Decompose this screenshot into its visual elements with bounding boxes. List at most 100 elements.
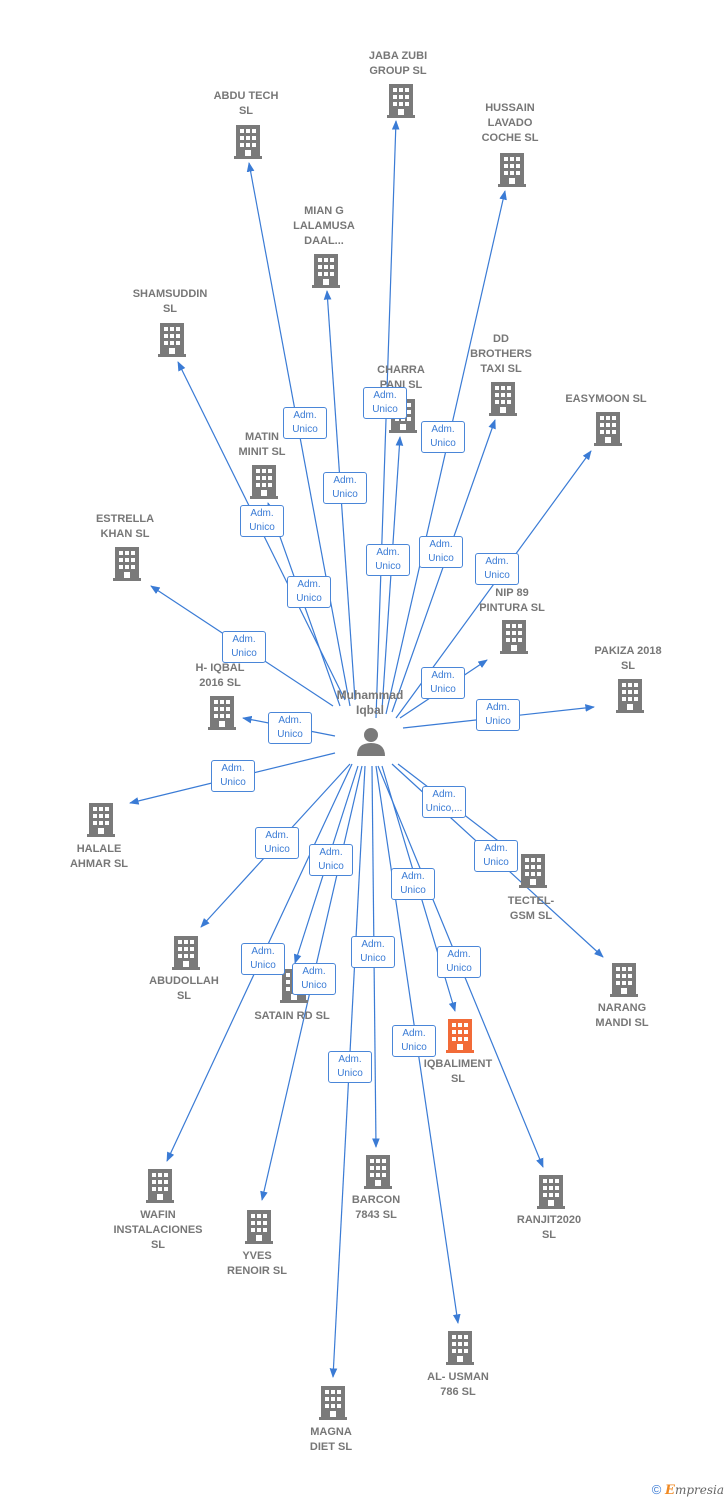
- relation-label-line: Adm.: [265, 830, 289, 841]
- relation-label-jaba[interactable]: Adm.Unico: [363, 387, 407, 419]
- building-icon-dd[interactable]: [489, 382, 517, 416]
- relation-label-charra[interactable]: Adm.Unico: [366, 544, 410, 576]
- building-icon-pakiza[interactable]: [616, 679, 644, 713]
- company-label-line: DD: [493, 333, 509, 345]
- company-label-alusman[interactable]: AL- USMAN 786 SL: [398, 1370, 518, 1400]
- relation-label-wafin[interactable]: Adm.Unico: [241, 943, 285, 975]
- relation-label-satain[interactable]: Adm.Unico: [309, 844, 353, 876]
- building-icon-ranjit[interactable]: [537, 1175, 565, 1209]
- company-label-line: AL- USMAN: [427, 1371, 489, 1383]
- relation-label-estrella[interactable]: Adm.Unico: [222, 631, 266, 663]
- building-icon-tectel[interactable]: [519, 854, 547, 888]
- relation-label-line: Adm.: [232, 634, 256, 645]
- building-icon-matin[interactable]: [250, 465, 278, 499]
- relation-label-dd[interactable]: Adm.Unico: [419, 536, 463, 568]
- footer-credit: © Empresia: [652, 1482, 724, 1498]
- relation-label-line: Adm.: [250, 508, 274, 519]
- relation-label-line: Adm.: [484, 843, 508, 854]
- building-icon-narang[interactable]: [610, 963, 638, 997]
- relation-label-line: Adm.: [361, 939, 385, 950]
- building-icon-magna[interactable]: [319, 1386, 347, 1420]
- relation-label-abdu[interactable]: Adm.Unico: [283, 407, 327, 439]
- company-label-line: GSM SL: [509, 910, 553, 922]
- relation-label-easymoon[interactable]: Adm.Unico: [475, 553, 519, 585]
- relation-label-line: Adm.: [432, 789, 456, 800]
- relation-label-line: Unico: [430, 684, 456, 695]
- relation-label-line: Unico,...: [425, 803, 463, 814]
- relation-label-line: Adm.: [319, 847, 343, 858]
- relation-label-ranjit[interactable]: Adm.Unico: [437, 946, 481, 978]
- building-icon-barcon[interactable]: [364, 1155, 392, 1189]
- company-label-tectel[interactable]: TECTEL-GSM SL: [471, 894, 591, 924]
- relation-label-alusman[interactable]: Adm.Unico: [392, 1025, 436, 1057]
- relation-label-hiqbal[interactable]: Adm.Unico: [268, 712, 312, 744]
- relation-label-shamsuddin[interactable]: Adm.Unico: [287, 576, 331, 608]
- company-label-line: MANDI SL: [595, 1017, 649, 1029]
- building-icon-hiqbal[interactable]: [208, 696, 236, 730]
- building-icon-mian[interactable]: [312, 254, 340, 288]
- company-label-satain[interactable]: SATAIN RD SL: [232, 1009, 352, 1024]
- company-label-line: 786 SL: [440, 1386, 476, 1398]
- building-icon-easymoon[interactable]: [594, 412, 622, 446]
- relation-label-iqbaliment[interactable]: Adm.Unico: [391, 868, 435, 900]
- relation-label-line: Adm.: [373, 390, 397, 401]
- relation-label-barcon[interactable]: Adm.Unico: [351, 936, 395, 968]
- company-label-line: 2016 SL: [199, 677, 241, 689]
- building-icon-yves[interactable]: [245, 1210, 273, 1244]
- building-icon-hussain[interactable]: [498, 153, 526, 187]
- relation-label-line: Adm.: [338, 1054, 362, 1065]
- relation-label-magna[interactable]: Adm.Unico: [328, 1051, 372, 1083]
- relation-label-tectel[interactable]: Adm. Unico,...: [422, 786, 466, 818]
- relation-label-yves[interactable]: Adm.Unico: [292, 963, 336, 995]
- building-icon-halale[interactable]: [87, 803, 115, 837]
- person-icon[interactable]: [357, 728, 385, 756]
- relation-label-hussain[interactable]: Adm.Unico: [421, 421, 465, 453]
- building-icon-abudollah[interactable]: [172, 936, 200, 970]
- building-icon-iqbaliment[interactable]: [446, 1019, 474, 1053]
- relation-label-line: Unico: [277, 729, 303, 740]
- relation-label-line: Unico: [446, 963, 472, 974]
- relation-label-mian[interactable]: Adm.Unico: [323, 472, 367, 504]
- relation-label-line: Adm.: [293, 410, 317, 421]
- relation-label-line: Unico: [301, 980, 327, 991]
- relation-label-line: Unico: [483, 857, 509, 868]
- relation-label-pakiza[interactable]: Adm.Unico: [476, 699, 520, 731]
- building-icon-alusman[interactable]: [446, 1331, 474, 1365]
- building-icon-estrella[interactable]: [113, 547, 141, 581]
- relation-label-halale[interactable]: Adm.Unico: [211, 760, 255, 792]
- relation-label-matin[interactable]: Adm.Unico: [240, 505, 284, 537]
- relation-label-abudollah[interactable]: Adm.Unico: [255, 827, 299, 859]
- person-name-last: Iqbal: [355, 703, 384, 717]
- building-icon-nip[interactable]: [500, 620, 528, 654]
- building-icon-wafin[interactable]: [146, 1169, 174, 1203]
- building-icon-abdu[interactable]: [234, 125, 262, 159]
- building-icon-shamsuddin[interactable]: [158, 323, 186, 357]
- relation-label-nip[interactable]: Adm.Unico: [421, 667, 465, 699]
- company-label-line: PAKIZA 2018: [594, 645, 662, 657]
- company-label-easymoon[interactable]: EASYMOON SL: [546, 392, 666, 407]
- relation-label-line: Adm.: [485, 556, 509, 567]
- relation-label-narang[interactable]: Adm. Unico: [474, 840, 518, 872]
- building-icon-jaba[interactable]: [387, 84, 415, 118]
- relation-label-line: Adm.: [429, 539, 453, 550]
